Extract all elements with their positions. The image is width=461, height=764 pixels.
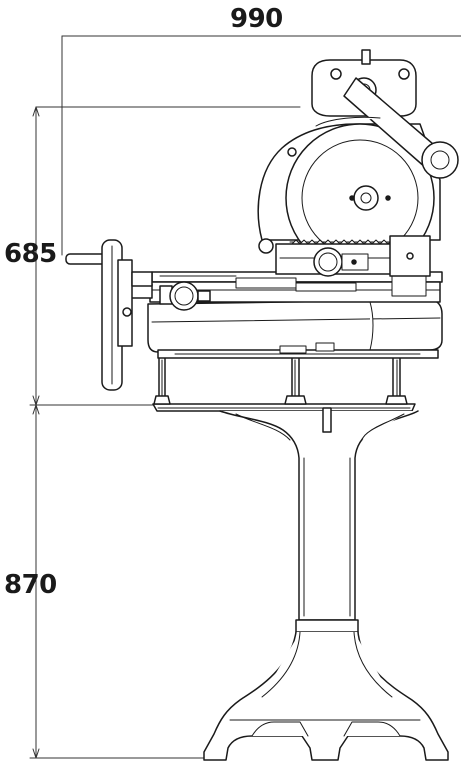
top-bracket: [311, 49, 459, 179]
width-dimension-label: 990: [230, 4, 283, 34]
stand: [152, 403, 449, 761]
machine-legs: [153, 355, 408, 405]
base-housing: [147, 299, 443, 359]
dimension-lines: [29, 35, 461, 759]
gauge-block: [258, 235, 431, 277]
crank-handle-icon: [65, 239, 153, 391]
upper-height-dimension-label: 685: [4, 239, 57, 269]
carriage: [129, 271, 443, 303]
lower-height-dimension-label: 870: [4, 570, 57, 600]
front-knob-icon: [159, 281, 211, 311]
